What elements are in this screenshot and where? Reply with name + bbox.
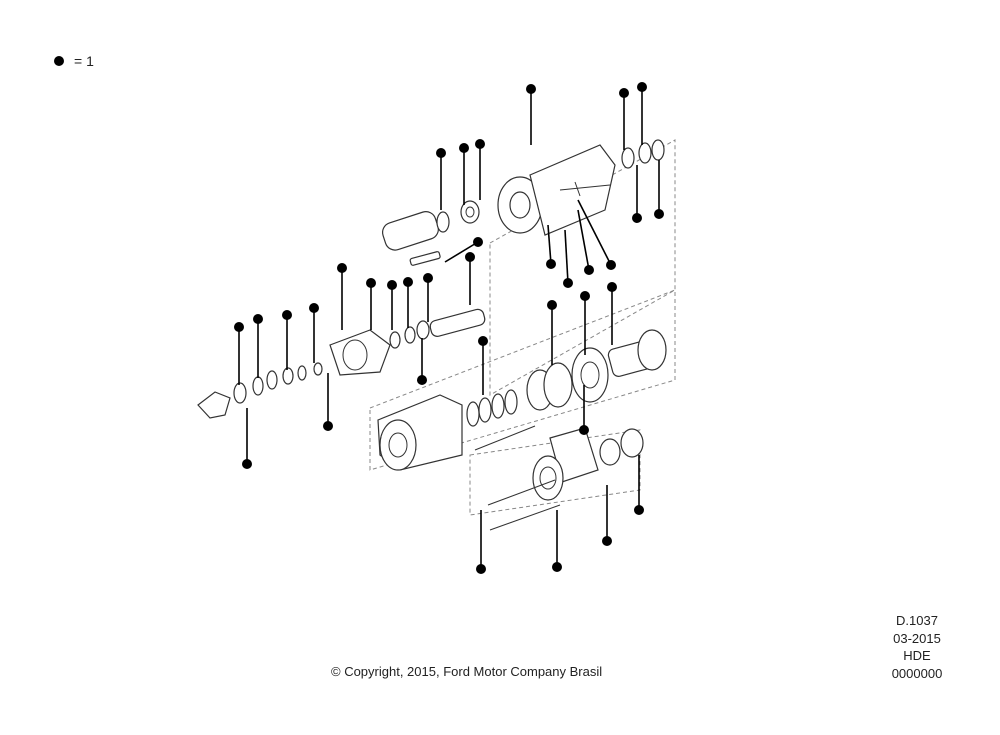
rings-top-right: [621, 139, 665, 169]
armature: [526, 329, 667, 411]
end-plate: [487, 427, 644, 531]
callout-dot-icon: [54, 56, 64, 66]
parts: [197, 139, 667, 531]
legend-text: = 1: [74, 53, 94, 69]
yoke-housing: [377, 394, 463, 471]
solenoid-housing: [497, 144, 616, 236]
small-shaft-assembly: [381, 200, 480, 266]
legend: = 1: [54, 53, 94, 69]
spring-coil: [466, 389, 536, 451]
document-code: D.1037: [896, 613, 938, 628]
copyright-text: © Copyright, 2015, Ford Motor Company Br…: [331, 664, 603, 679]
pinion-group: [197, 362, 323, 419]
callout-dot-icon: [234, 82, 664, 574]
callouts: [234, 82, 664, 574]
document-date: 03-2015: [893, 630, 941, 646]
document-info: D.1037 03-2015 HDE 0000000: [884, 612, 950, 682]
document-group: HDE: [903, 648, 931, 663]
document-number: 0000000: [891, 665, 943, 681]
drive-shaft-assembly: [329, 308, 486, 376]
